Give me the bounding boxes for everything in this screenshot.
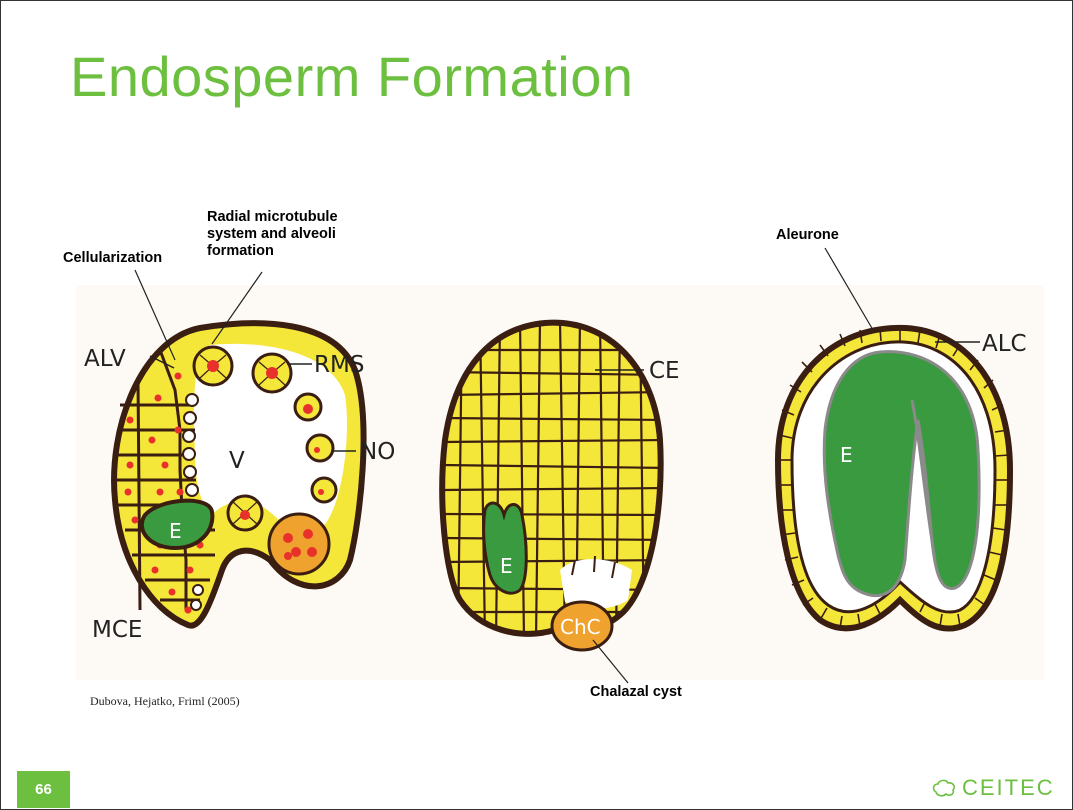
label-v: V	[229, 448, 245, 474]
label-no: NO	[360, 439, 395, 465]
callout-aleurone: Aleurone	[776, 227, 839, 244]
label-e-middle: E	[500, 554, 513, 578]
ceitec-logo: CEITEC	[931, 775, 1055, 801]
left-chalazal-cluster	[269, 514, 329, 574]
label-rms: RMS	[314, 352, 364, 378]
callout-radial-system: Radial microtubule system and alveoli fo…	[207, 209, 338, 260]
label-e-right: E	[840, 443, 853, 467]
label-alv: ALV	[84, 346, 126, 372]
callout-cellularization: Cellularization	[63, 250, 162, 267]
callout-radial-line2: system and alveoli	[207, 226, 338, 243]
callout-radial-line3: formation	[207, 243, 338, 260]
label-e-left: E	[169, 519, 182, 543]
ceitec-logo-text: CEITEC	[962, 775, 1055, 801]
label-alc: ALC	[982, 331, 1027, 357]
callout-radial-line1: Radial microtubule	[207, 209, 338, 226]
label-chc: ChC	[560, 615, 601, 639]
page-number: 66	[17, 771, 70, 808]
label-mce: MCE	[92, 617, 142, 643]
citation: Dubova, Hejatko, Friml (2005)	[90, 694, 240, 709]
callout-chalazal-cyst: Chalazal cyst	[590, 684, 682, 701]
right-embryo	[824, 352, 979, 596]
label-ce: CE	[649, 358, 680, 384]
ceitec-logo-icon	[931, 778, 957, 798]
